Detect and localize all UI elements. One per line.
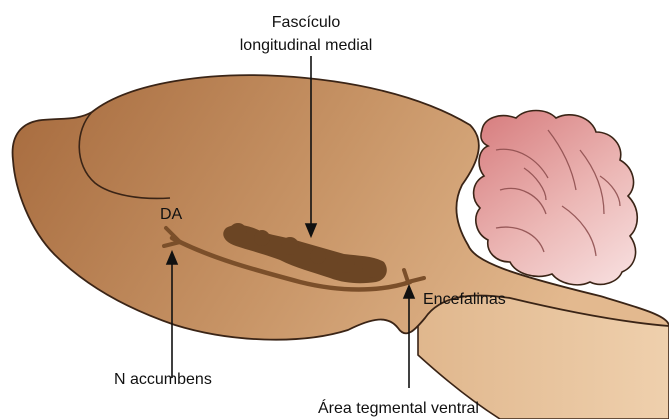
label-area-tegmental: Área tegmental ventral [318,398,479,417]
cerebellum [474,111,638,285]
label-da: DA [160,206,183,223]
label-n-accumbens: N accumbens [114,371,212,388]
label-fasciculo-line2: longitudinal medial [240,37,373,54]
label-encefalinas: Encefalinas [423,291,506,308]
label-fasciculo-line1: Fascículo [272,14,341,31]
